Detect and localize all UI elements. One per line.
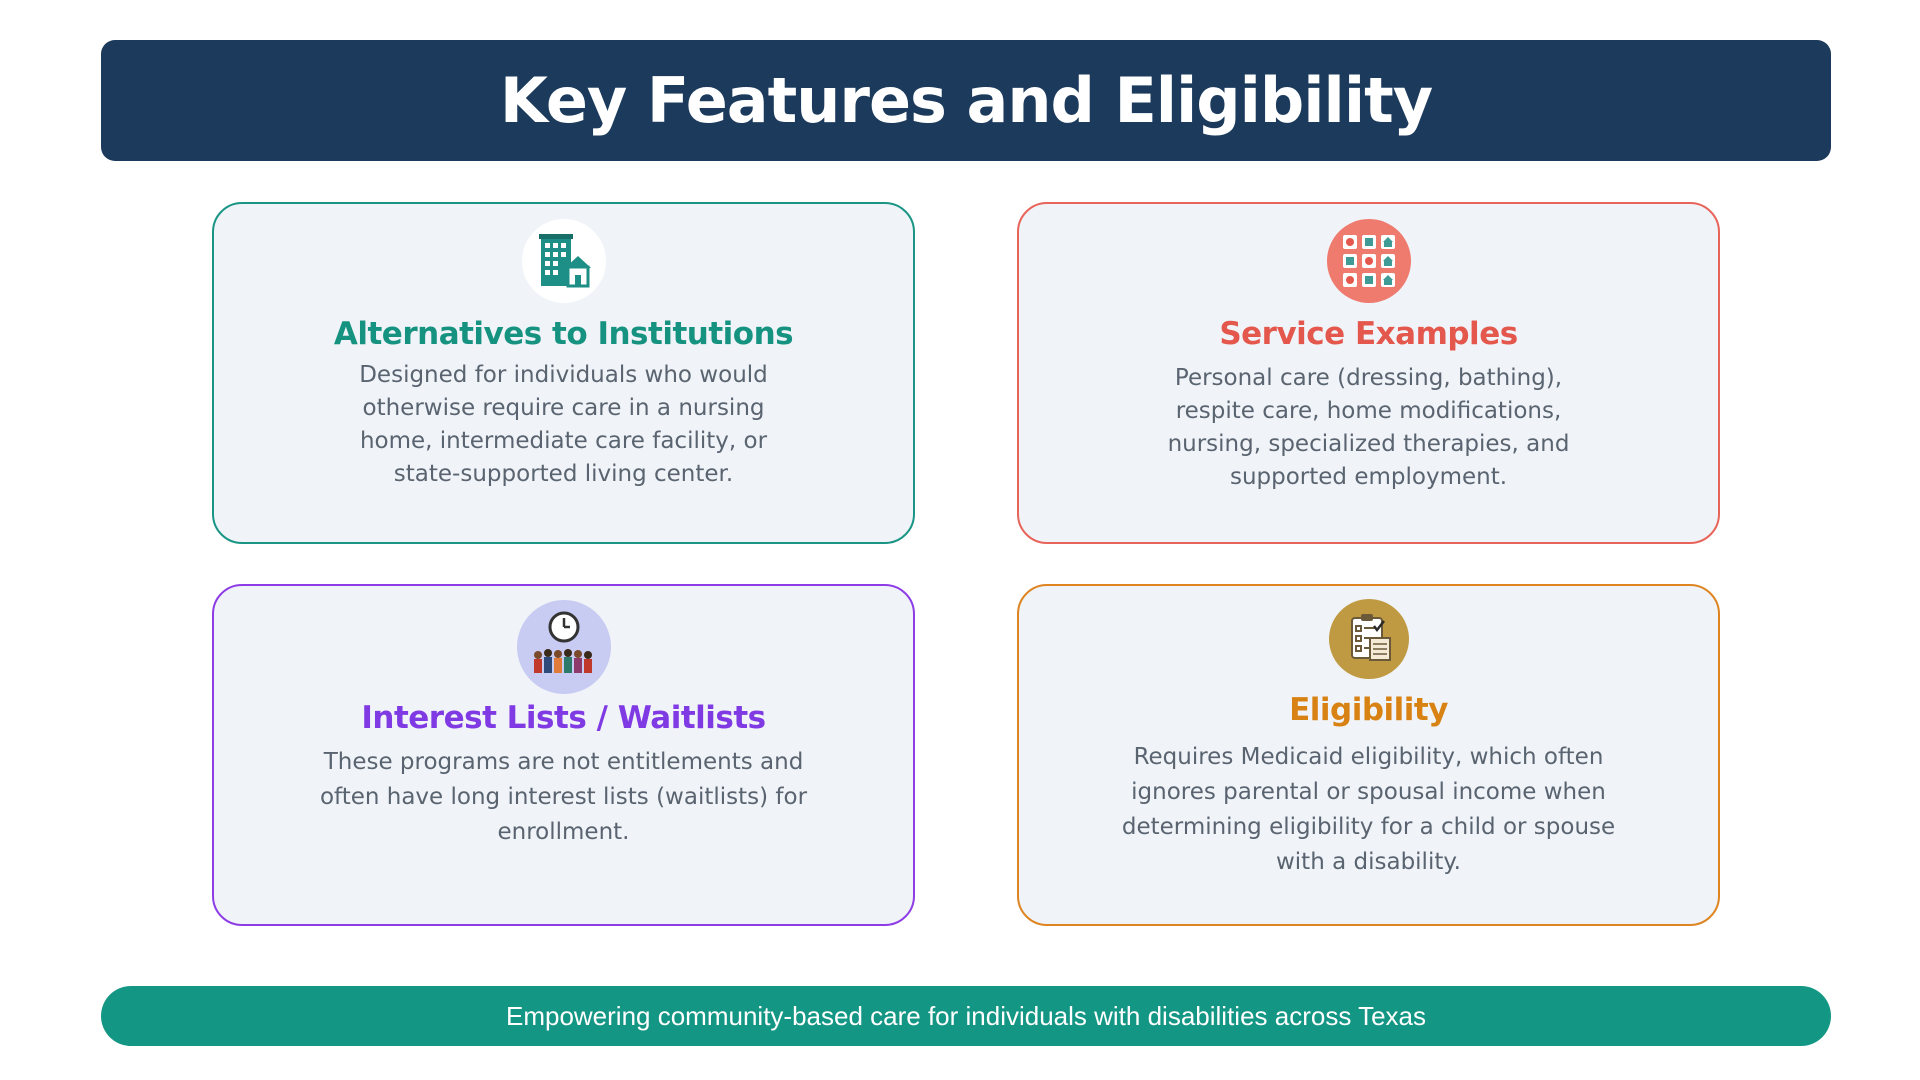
card-text: These programs are not entitlements and … bbox=[319, 749, 808, 845]
card-title: Alternatives to Institutions bbox=[333, 316, 794, 352]
card-eligibility: Eligibility Requires Medicaid eligibilit… bbox=[1017, 584, 1720, 926]
building-house-icon bbox=[521, 219, 606, 303]
service-grid-icon bbox=[1326, 219, 1411, 303]
card-title: Interest Lists / Waitlists bbox=[361, 700, 766, 736]
card-text: Designed for individuals who would other… bbox=[359, 362, 768, 487]
clipboard-checklist-icon bbox=[1328, 599, 1409, 679]
clock-queue-icon bbox=[516, 600, 611, 694]
card-text: Personal care (dressing, bathing), respi… bbox=[1167, 365, 1570, 490]
title-banner: Key Features and Eligibility bbox=[101, 40, 1831, 161]
card-service-examples: Service Examples Personal care (dressing… bbox=[1017, 202, 1720, 544]
page-title: Key Features and Eligibility bbox=[499, 64, 1433, 137]
card-alternatives-to-institutions: Alternatives to Institutions Designed fo… bbox=[212, 202, 915, 544]
footer-banner: Empowering community-based care for indi… bbox=[101, 986, 1831, 1046]
card-interest-lists-waitlists: Interest Lists / Waitlists These program… bbox=[212, 584, 915, 926]
card-text: Requires Medicaid eligibility, which oft… bbox=[1121, 744, 1616, 875]
footer-text: Empowering community-based care for indi… bbox=[505, 1000, 1427, 1031]
card-title: Eligibility bbox=[1289, 692, 1448, 728]
card-title: Service Examples bbox=[1219, 316, 1518, 352]
